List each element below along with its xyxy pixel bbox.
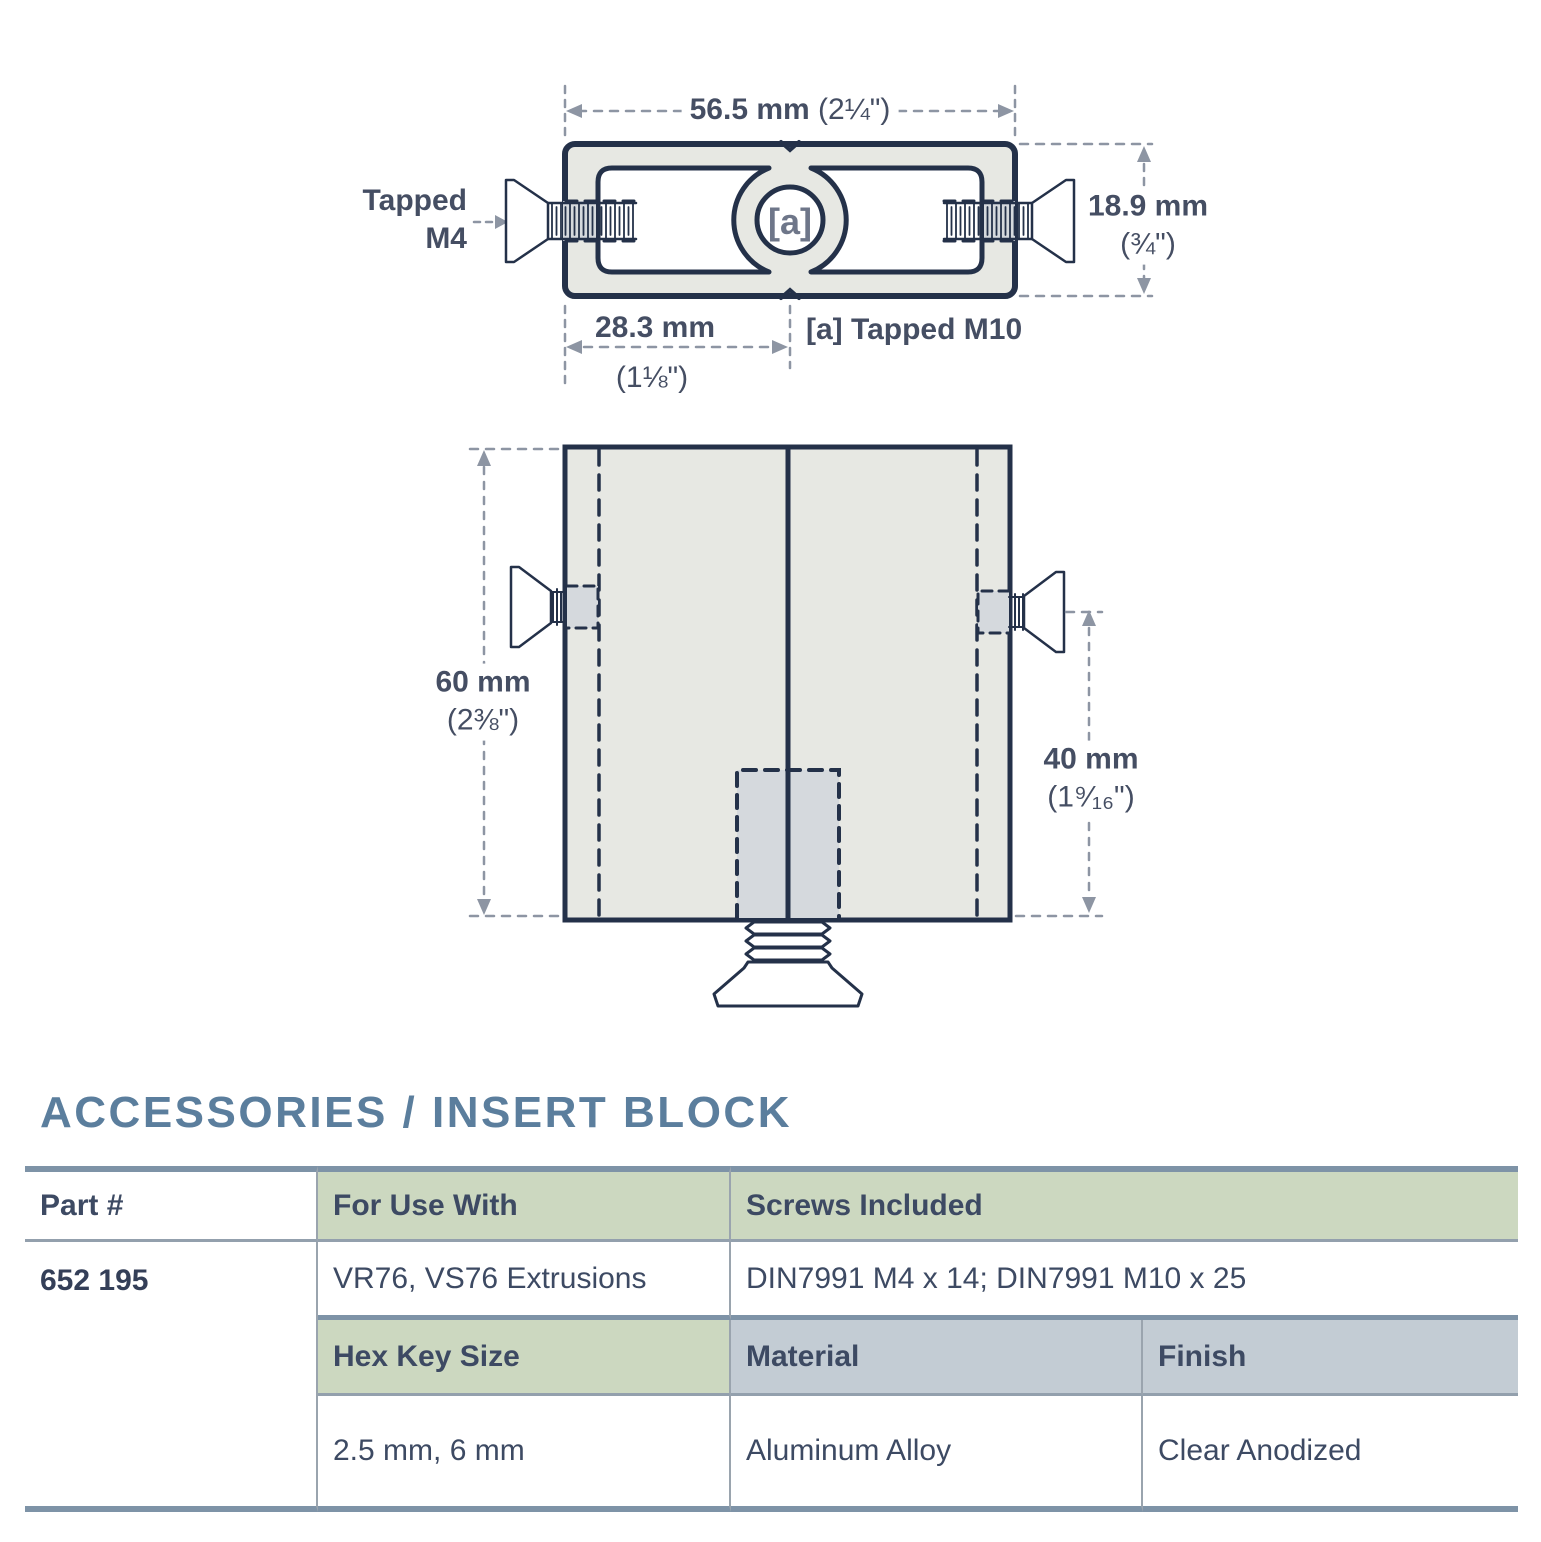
front-right-bore-dashed <box>976 589 1011 635</box>
bottom-notch <box>779 287 801 300</box>
cell-for-use-with: VR76, VS76 Extrusions <box>318 1242 731 1320</box>
front-view-dimension-arrows <box>477 450 1096 915</box>
tapped-m4-label: Tapped M4 <box>362 184 467 256</box>
col-header-finish: Finish <box>1143 1320 1518 1396</box>
cell-finish: Clear Anodized <box>1143 1396 1518 1512</box>
right-m4-screw <box>942 178 1076 264</box>
bottom-m10-screw <box>712 920 864 1008</box>
dim-60mm-label: 60 mm (2⅜") <box>427 663 539 741</box>
front-left-m4-screw <box>509 565 567 649</box>
dim-height-label: 18.9 mm (¾") <box>1079 187 1217 265</box>
front-view-drawing <box>466 444 1104 1008</box>
tapped-m10-label: [a] Tapped M10 <box>806 312 1023 346</box>
section-title: ACCESSORIES / INSERT BLOCK <box>40 1088 792 1137</box>
front-left-bore-dashed <box>565 584 600 630</box>
tapped-m10-hole <box>754 184 826 256</box>
spec-table: Part # For Use With Screws Included 652 … <box>25 1166 1518 1512</box>
top-view-drawing <box>472 84 1154 392</box>
front-right-m4-screw <box>1008 570 1066 654</box>
cell-empty-1 <box>25 1320 318 1396</box>
cell-screws-included: DIN7991 M4 x 14; DIN7991 M10 x 25 <box>731 1242 1518 1320</box>
left-cavity <box>595 165 772 275</box>
front-right-bore-shade <box>978 591 1009 633</box>
dim-half-mm-label: 28.3 mm <box>594 310 716 344</box>
dim-40mm-label: 40 mm (1⁹⁄₁₆") <box>1035 740 1147 818</box>
cell-empty-2 <box>25 1396 318 1512</box>
cell-part-number: 652 195 <box>25 1242 318 1320</box>
col-header-for-use-with: For Use With <box>318 1166 731 1242</box>
dim-width-label: 56.5 mm (2¼") <box>681 90 899 130</box>
top-notch <box>779 140 801 153</box>
left-m4-screw <box>504 178 638 264</box>
top-view-dimension-arrows <box>495 104 1151 354</box>
cell-hex-key-size: 2.5 mm, 6 mm <box>318 1396 731 1512</box>
technical-drawings-canvas <box>466 84 1154 1008</box>
col-header-material: Material <box>731 1320 1143 1396</box>
bore-dashed-lines <box>564 199 1016 243</box>
col-header-screws-included: Screws Included <box>731 1166 1518 1242</box>
front-left-bore-shade <box>567 586 598 628</box>
right-cavity <box>808 165 985 275</box>
dim-half-inch-label: (1⅛") <box>615 360 689 394</box>
cell-material: Aluminum Alloy <box>731 1396 1143 1512</box>
col-header-part: Part # <box>25 1166 318 1242</box>
col-header-hex-key: Hex Key Size <box>318 1320 731 1396</box>
hole-a-label: [a] <box>768 201 812 242</box>
